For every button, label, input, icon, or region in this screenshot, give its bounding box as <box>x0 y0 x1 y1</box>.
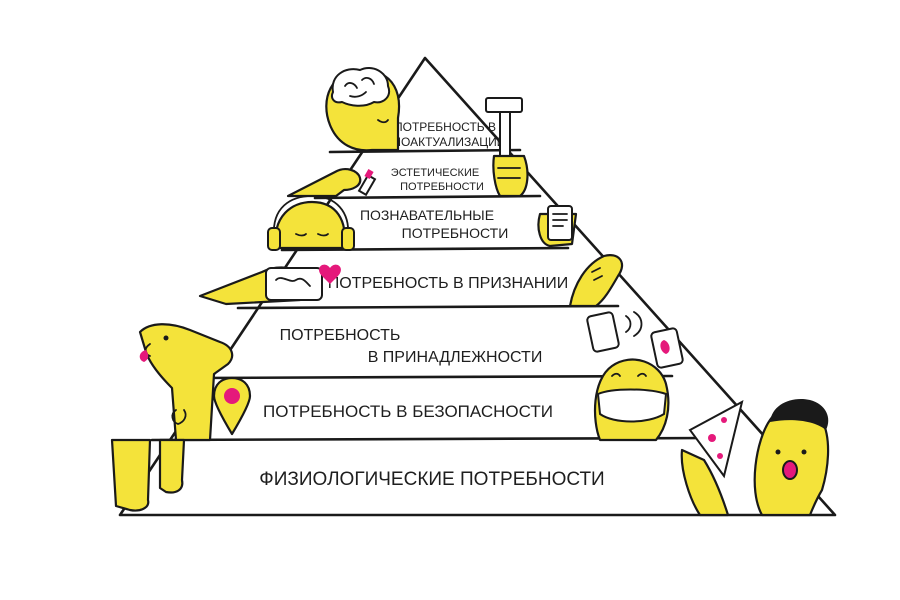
heart-icon <box>319 264 341 284</box>
face-mask-icon <box>593 358 670 442</box>
level-7-label-line1: ПОТРЕБНОСТЬ В <box>394 120 496 134</box>
phone-like-icon <box>198 266 323 306</box>
hammer-icon <box>485 97 529 198</box>
level-6-label-line1: ЭСТЕТИЧЕСКИЕ <box>391 167 479 179</box>
level-3-label-line2: В ПРИНАДЛЕЖНОСТИ <box>368 349 543 366</box>
lipstick-icon <box>286 168 377 198</box>
thumb-hand-icon <box>568 254 624 308</box>
level-5-label-line1: ПОЗНАВАТЕЛЬНЫЕ <box>360 207 494 223</box>
location-pin-icon <box>171 376 252 436</box>
hungry-person-icon <box>753 398 830 517</box>
level-3-label-line1: ПОТРЕБНОСТЬ <box>280 327 401 344</box>
level-1-label: ФИЗИОЛОГИЧЕСКИЕ ПОТРЕБНОСТИ <box>259 469 604 490</box>
level-4-label: ПОТРЕБНОСТЬ В ПРИЗНАНИИ <box>328 275 569 292</box>
dog-icon <box>138 323 234 442</box>
tablet-icon <box>537 205 578 248</box>
level-6-label-line2: ПОТРЕБНОСТИ <box>400 181 484 193</box>
dog-legs <box>110 438 186 512</box>
level-2-label: ПОТРЕБНОСТЬ В БЕЗОПАСНОСТИ <box>263 402 553 421</box>
brain-head-icon <box>325 67 401 152</box>
pizza-slice-icon <box>680 400 744 517</box>
headphones-head-icon <box>267 195 355 251</box>
level-7-label-line2: САМОАКТУАЛИЗАЦИИ <box>375 135 506 149</box>
smartphone-icon <box>586 311 684 369</box>
pyramid-labels: ПОТРЕБНОСТЬ В САМОАКТУАЛИЗАЦИИ ЭСТЕТИЧЕС… <box>259 120 604 490</box>
level-5-label-line2: ПОТРЕБНОСТИ <box>402 225 509 241</box>
